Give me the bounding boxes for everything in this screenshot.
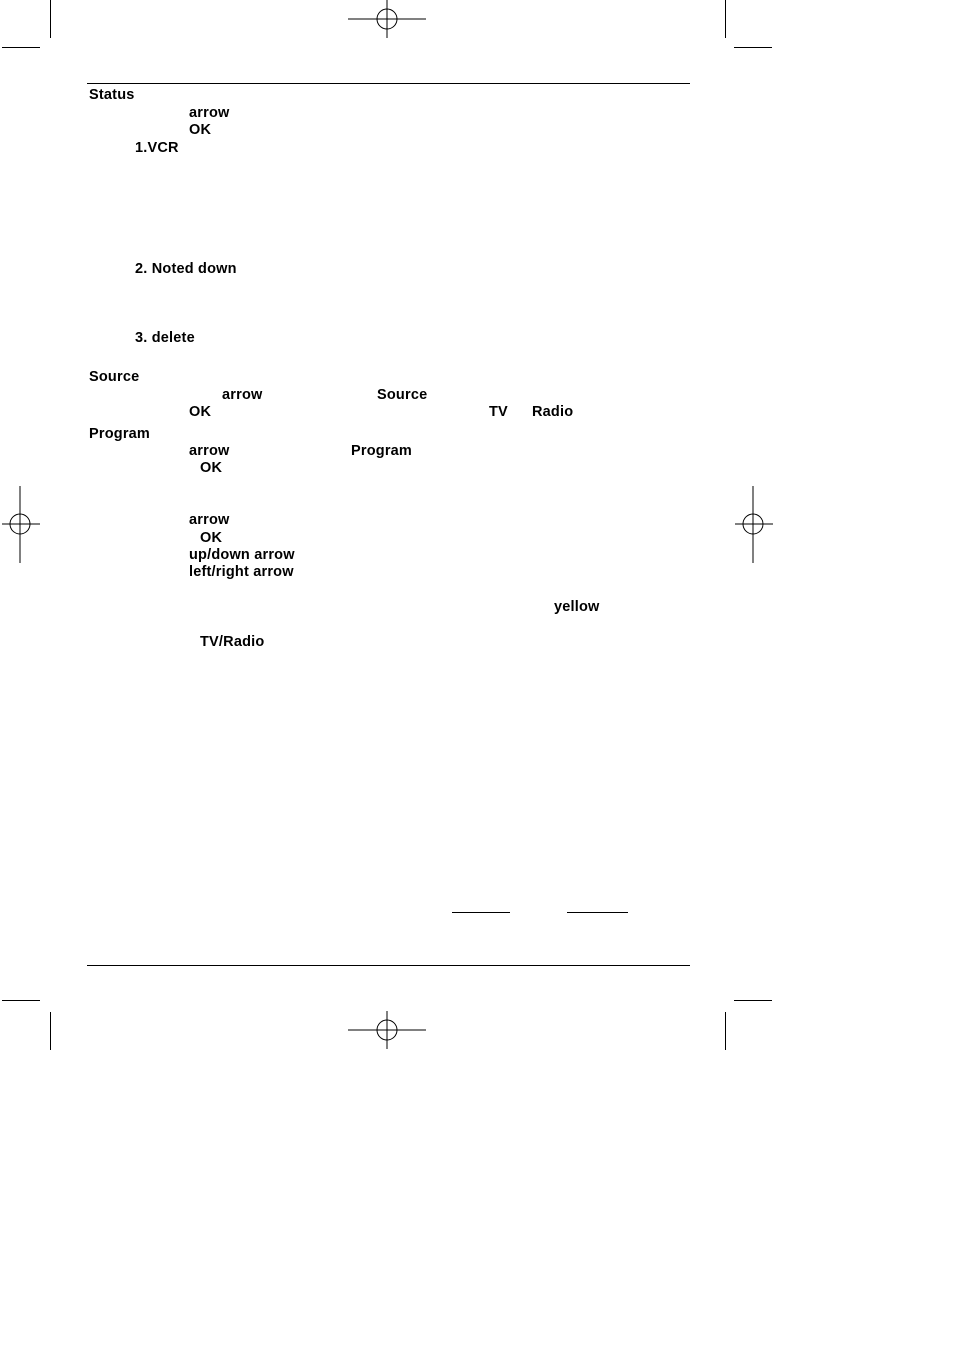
heading-status: Status bbox=[89, 87, 135, 103]
radio-term: Radio bbox=[532, 404, 574, 420]
crop-mark-bottom-right-vertical bbox=[725, 1012, 726, 1050]
crop-mark-bottom-right-horizontal bbox=[734, 1000, 772, 1001]
registration-mark-top-icon bbox=[348, 0, 426, 38]
program-ref-term: Program bbox=[351, 443, 413, 459]
crop-mark-top-right-vertical bbox=[725, 0, 726, 38]
registration-mark-left-icon bbox=[2, 486, 40, 563]
source-arrow-term: arrow bbox=[222, 387, 263, 403]
program-arrow-term: arrow bbox=[189, 443, 230, 459]
leftright-arrow-term: left/right arrow bbox=[189, 564, 294, 580]
crop-mark-bottom-left-horizontal bbox=[2, 1000, 40, 1001]
registration-mark-right-icon bbox=[735, 486, 773, 563]
crop-mark-top-left-horizontal bbox=[2, 47, 40, 48]
item-vcr: 1.VCR bbox=[135, 140, 179, 156]
program-ok-term: OK bbox=[200, 460, 223, 476]
crop-mark-bottom-left-vertical bbox=[50, 1012, 51, 1050]
tv-radio-term: TV/Radio bbox=[200, 634, 265, 650]
nav-ok-term: OK bbox=[200, 530, 223, 546]
updown-arrow-term: up/down arrow bbox=[189, 547, 295, 563]
item-delete: 3. delete bbox=[135, 330, 195, 346]
underline-left bbox=[452, 912, 510, 913]
crop-mark-top-left-vertical bbox=[50, 0, 51, 38]
status-ok-term: OK bbox=[189, 122, 212, 138]
heading-source: Source bbox=[89, 369, 140, 385]
crop-mark-top-right-horizontal bbox=[734, 47, 772, 48]
header-rule bbox=[87, 83, 690, 84]
tv-term: TV bbox=[489, 404, 508, 420]
source-ref-term: Source bbox=[377, 387, 428, 403]
source-ok-term: OK bbox=[189, 404, 212, 420]
heading-program: Program bbox=[89, 426, 151, 442]
yellow-term: yellow bbox=[554, 599, 600, 615]
registration-mark-bottom-icon bbox=[348, 1011, 426, 1049]
status-arrow-term: arrow bbox=[189, 105, 230, 121]
nav-arrow-term: arrow bbox=[189, 512, 230, 528]
item-noted-down: 2. Noted down bbox=[135, 261, 237, 277]
footer-rule bbox=[87, 965, 690, 966]
underline-right bbox=[567, 912, 628, 913]
